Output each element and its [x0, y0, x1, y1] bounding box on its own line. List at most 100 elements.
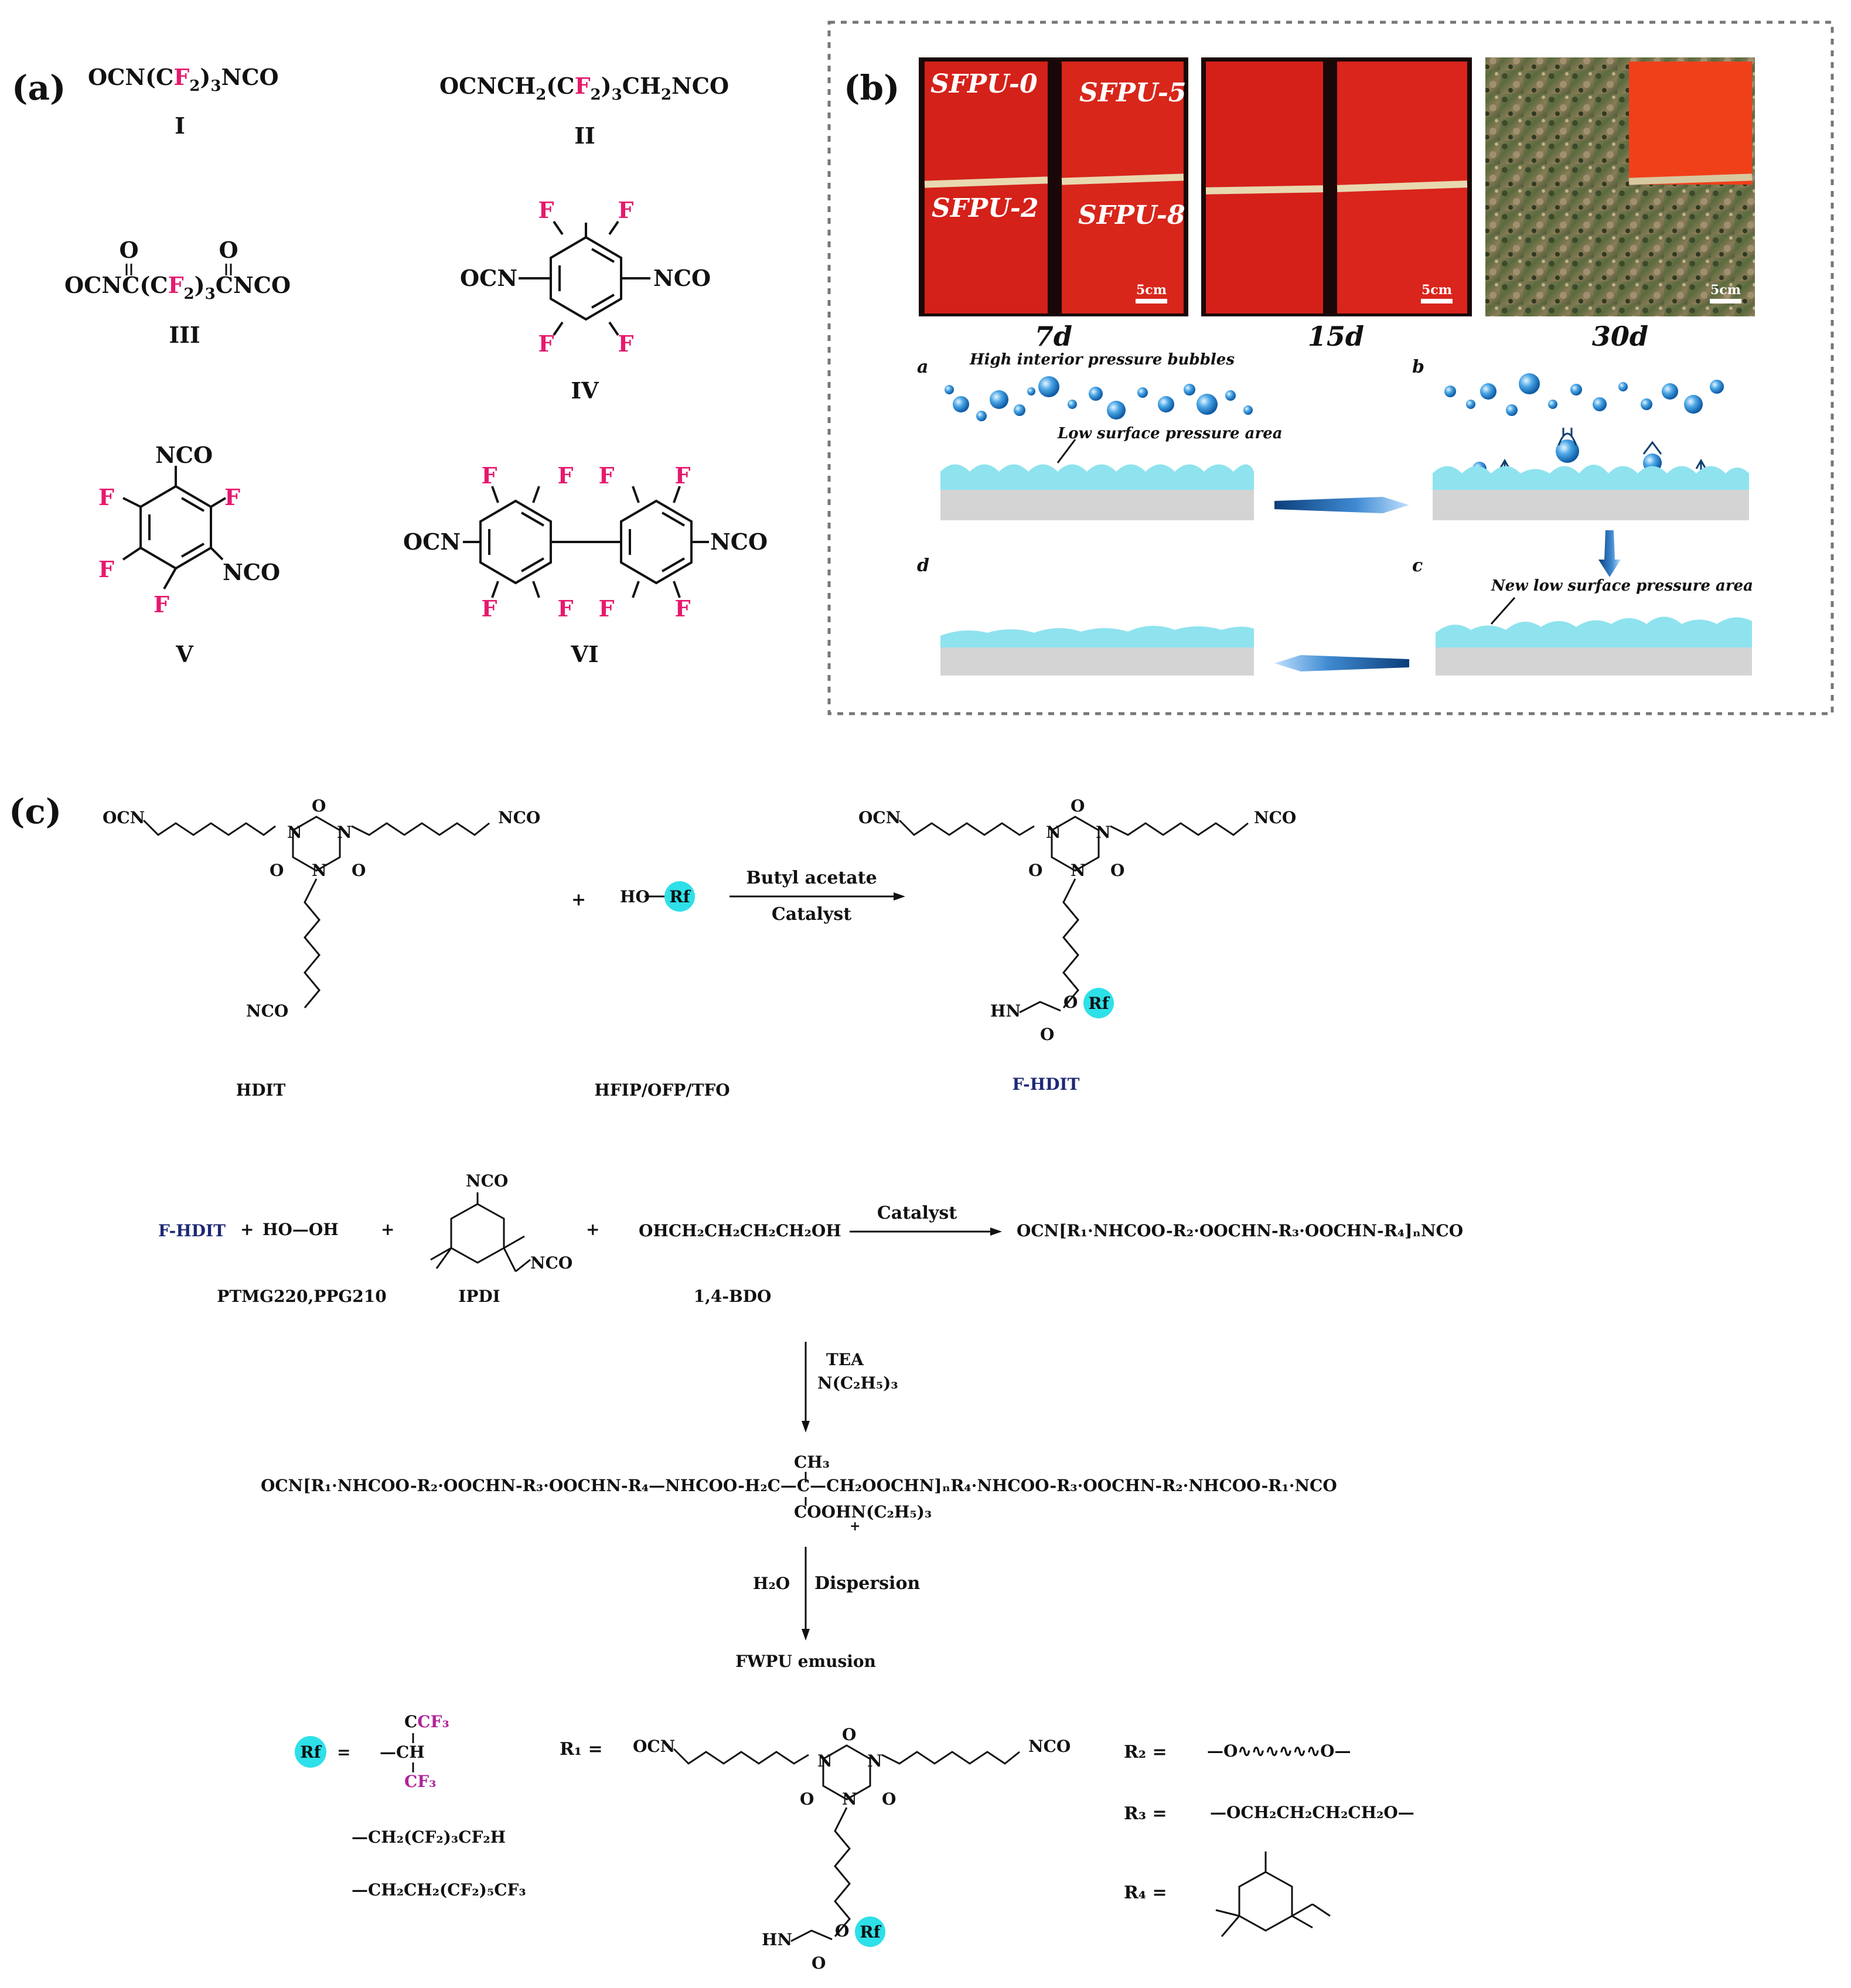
svg-text:NCO: NCO — [223, 559, 280, 585]
svg-text:F: F — [599, 462, 615, 489]
prepolymer-formula: OCN[R₁·NHCOO-R₂·OOCHN-R₃·OOCHN-R₄]ₙNCO — [1017, 1221, 1463, 1240]
svg-text:c: c — [1412, 555, 1423, 576]
svg-text:High interior pressure bubbles: High interior pressure bubbles — [969, 351, 1235, 369]
compound-ii-numeral: II — [574, 122, 595, 149]
arrow-a-to-b — [1274, 497, 1409, 513]
svg-text:F: F — [538, 330, 554, 357]
svg-text:OCN: OCN — [633, 1737, 675, 1756]
fhdit-name: F-HDIT — [1013, 1075, 1080, 1094]
svg-text:OCN(CF2)3NCO: OCN(CF2)3NCO — [88, 64, 279, 95]
panel-b: (b) SFPU-0 SFPU-5 SFPU-2 SFPU-8 5cm 7d 5… — [827, 21, 1834, 715]
svg-text:N: N — [1046, 823, 1061, 842]
panel-b-label: (b) — [844, 68, 899, 108]
svg-text:Rf: Rf — [300, 1743, 322, 1762]
svg-text:OCNC(CF2)3CNCO: OCNC(CF2)3CNCO — [64, 272, 291, 303]
svg-text:N: N — [337, 823, 352, 842]
svg-text:O: O — [1063, 993, 1078, 1012]
svg-text:NCO: NCO — [1254, 808, 1296, 827]
step-tea: TEA N(C₂H₅)₃ — [802, 1342, 898, 1433]
svg-text:O: O — [842, 1725, 856, 1744]
compound-ii: OCNCH2(CF2)3CH2NCO II — [439, 73, 729, 149]
svg-text:N: N — [1096, 823, 1111, 842]
svg-text:NCO: NCO — [530, 1253, 572, 1273]
svg-text:NCO: NCO — [710, 528, 768, 555]
svg-text:+: + — [571, 889, 586, 910]
svg-text:O: O — [812, 1953, 826, 1973]
arrow-step-1: Butyl acetate Catalyst — [730, 868, 905, 925]
tag-sfpu-5: SFPU-5 — [1079, 78, 1187, 108]
svg-text:N: N — [817, 1751, 833, 1771]
svg-text:F: F — [558, 595, 574, 622]
svg-text:NCO: NCO — [155, 442, 213, 468]
svg-text:R₃ =: R₃ = — [1124, 1803, 1167, 1824]
bubbles-a — [945, 376, 1253, 421]
svg-text:HN: HN — [762, 1930, 792, 1949]
svg-text:a: a — [917, 357, 928, 377]
product-name: FWPU emusion — [735, 1652, 876, 1671]
svg-text:F: F — [98, 484, 114, 510]
arrow-b-to-c — [1598, 530, 1621, 577]
svg-text:F: F — [675, 462, 691, 489]
svg-text:F: F — [618, 197, 634, 223]
svg-text:OCNCH2(CF2)3CH2NCO: OCNCH2(CF2)3CH2NCO — [439, 73, 729, 104]
svg-text:NCO: NCO — [246, 1001, 288, 1021]
svg-text:O: O — [800, 1789, 814, 1809]
svg-text:1,4-BDO: 1,4-BDO — [694, 1287, 772, 1306]
svg-text:=: = — [337, 1743, 350, 1762]
svg-text:Low surface pressure area: Low surface pressure area — [1057, 425, 1283, 442]
stage-d: d — [917, 555, 1254, 676]
panel-c: (c) OCN N N N O O O NCO NCO HDIT + HO Rf… — [9, 792, 1463, 1973]
svg-text:O: O — [219, 237, 238, 263]
svg-text:CCF₃: CCF₃ — [404, 1712, 449, 1731]
svg-text:N: N — [842, 1789, 857, 1809]
svg-text:CF₃: CF₃ — [404, 1772, 436, 1791]
svg-text:F: F — [154, 591, 169, 618]
compound-iii-numeral: III — [169, 322, 200, 348]
svg-text:PTMG220,PPG210: PTMG220,PPG210 — [217, 1287, 386, 1306]
svg-text:R₄ =: R₄ = — [1124, 1883, 1167, 1903]
tag-sfpu-2: SFPU-2 — [932, 193, 1039, 223]
compound-vi: OCN NCO F F F F F F F F VI — [403, 462, 768, 667]
svg-text:F: F — [482, 595, 497, 622]
svg-text:+: + — [850, 1519, 860, 1534]
photo-30d: 5cm 30d — [1485, 57, 1755, 352]
stage-b: b — [1412, 357, 1749, 520]
scale-30d: 5cm — [1710, 282, 1741, 298]
svg-text:OCN: OCN — [103, 808, 145, 827]
r3-definition: R₃ = —OCH₂CH₂CH₂CH₂O— — [1124, 1803, 1414, 1824]
svg-text:O: O — [119, 237, 138, 263]
svg-text:F: F — [482, 462, 497, 489]
compound-v-numeral: V — [175, 641, 194, 667]
svg-text:—CH₂(CF₂)₃CF₂H: —CH₂(CF₂)₃CF₂H — [352, 1827, 506, 1847]
row-2-reaction: F-HDIT + HO—OH PTMG220,PPG210 + NCO NCO … — [158, 1171, 1463, 1306]
stage-c: c New low surface pressure area — [1412, 555, 1753, 676]
svg-text:b: b — [1412, 357, 1424, 377]
svg-text:R₁ =: R₁ = — [560, 1739, 603, 1759]
r4-definition: R₄ = — [1124, 1851, 1331, 1937]
svg-text:—CH: —CH — [380, 1743, 425, 1762]
svg-text:Rf: Rf — [860, 1922, 881, 1942]
svg-text:F: F — [224, 484, 240, 510]
svg-text:O: O — [312, 796, 326, 816]
svg-text:—OCH₂CH₂CH₂CH₂O—: —OCH₂CH₂CH₂CH₂O— — [1210, 1803, 1414, 1822]
bubbles-b — [1444, 373, 1724, 416]
svg-text:Catalyst: Catalyst — [877, 1203, 957, 1223]
svg-text:Catalyst: Catalyst — [772, 904, 851, 925]
compound-iii: O O OCNC(CF2)3CNCO III — [64, 237, 291, 348]
svg-text:F-HDIT: F-HDIT — [158, 1221, 226, 1240]
svg-text:F: F — [675, 595, 691, 622]
day-7d: 7d — [1035, 320, 1072, 352]
svg-text:—O∿∿∿∿∿∿O—: —O∿∿∿∿∿∿O— — [1207, 1741, 1351, 1761]
svg-text:d: d — [917, 555, 929, 576]
svg-text:OCN: OCN — [403, 528, 461, 555]
ionomer-chain: CH₃ OCN[R₁·NHCOO-R₂·OOCHN-R₃·OOCHN-R₄—NH… — [261, 1452, 1337, 1534]
svg-text:F: F — [618, 330, 634, 357]
r1-definition: R₁ = OCN N N N O O O NCO HN O O Rf — [560, 1725, 1071, 1973]
svg-text:New low surface pressure area: New low surface pressure area — [1491, 577, 1753, 595]
alcohol-names: HFIP/OFP/TFO — [594, 1080, 730, 1100]
svg-text:Rf: Rf — [1088, 994, 1110, 1013]
scale-7d: 5cm — [1136, 282, 1167, 298]
svg-text:—CH₂CH₂(CF₂)₅CF₃: —CH₂CH₂(CF₂)₅CF₃ — [352, 1880, 526, 1900]
svg-text:HO—OH: HO—OH — [263, 1220, 339, 1239]
svg-text:NCO: NCO — [653, 265, 711, 291]
